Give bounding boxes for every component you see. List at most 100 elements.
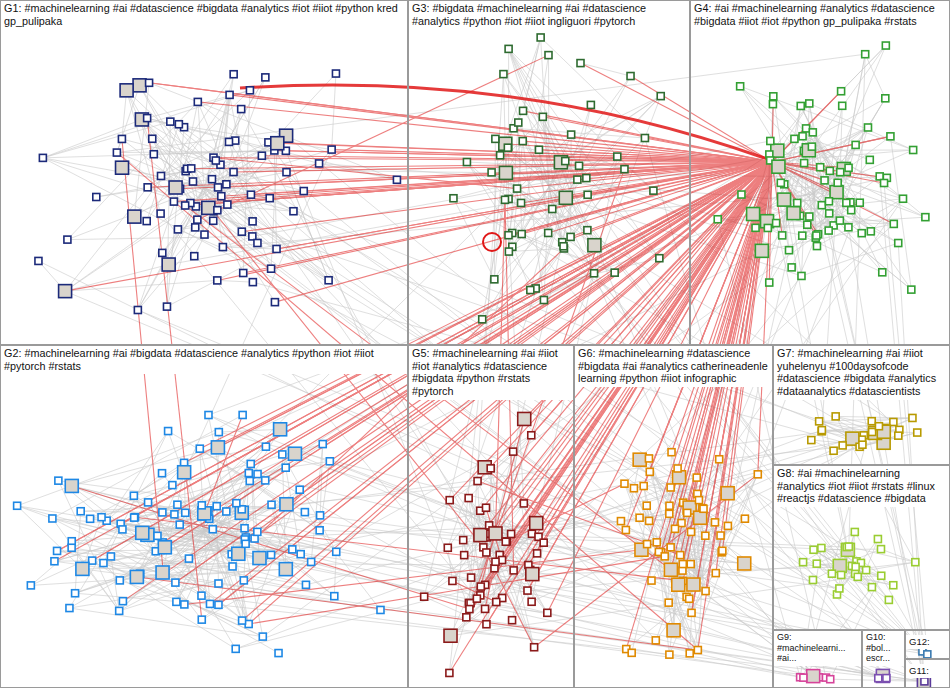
gray-edge bbox=[218, 447, 453, 581]
vertex bbox=[909, 414, 916, 421]
vertex bbox=[116, 577, 123, 584]
vertex-cluster bbox=[14, 411, 384, 656]
vertex bbox=[863, 567, 870, 574]
group-heading: G4: #ai #machinelearning #analytics #dat… bbox=[691, 1, 949, 29]
vertex bbox=[35, 257, 42, 264]
vertex bbox=[246, 87, 253, 94]
vertex bbox=[535, 146, 542, 153]
vertex bbox=[500, 71, 507, 78]
vertex bbox=[501, 196, 508, 203]
gray-edge bbox=[161, 214, 477, 599]
gray-edge bbox=[477, 541, 507, 598]
vertex bbox=[461, 552, 468, 559]
vertex bbox=[754, 471, 761, 478]
vertex bbox=[214, 207, 221, 214]
gray-edge bbox=[512, 591, 527, 621]
red-edge bbox=[218, 162, 772, 447]
vertex bbox=[54, 547, 61, 554]
vertex bbox=[249, 218, 256, 225]
vertex bbox=[684, 509, 691, 516]
vertex bbox=[772, 160, 785, 173]
vertex bbox=[149, 135, 156, 142]
group-heading: G12: bbox=[906, 635, 933, 649]
group-box: G7: #machinelearning #ai #iiot yuhelenyu… bbox=[773, 345, 950, 465]
vertex bbox=[524, 587, 531, 594]
vertex bbox=[27, 582, 34, 589]
vertex bbox=[852, 563, 859, 570]
red-edge bbox=[644, 162, 772, 486]
gray-edge bbox=[138, 136, 286, 310]
vertex bbox=[711, 519, 718, 526]
vertex bbox=[93, 193, 100, 200]
vertex bbox=[159, 249, 166, 256]
gray-edge bbox=[640, 518, 722, 553]
vertex bbox=[206, 600, 213, 607]
gray-edge bbox=[111, 556, 279, 653]
gray-edge bbox=[767, 169, 844, 221]
vertex bbox=[714, 216, 721, 223]
vertex bbox=[136, 526, 149, 539]
vertex bbox=[505, 232, 512, 239]
vertex bbox=[55, 477, 62, 484]
gray-edge bbox=[249, 473, 544, 543]
vertex-cluster bbox=[797, 670, 834, 683]
vertex bbox=[797, 102, 804, 109]
red-edge bbox=[242, 162, 772, 232]
vertex bbox=[881, 179, 888, 186]
vertex bbox=[848, 207, 855, 214]
vertex bbox=[614, 153, 621, 160]
group-heading: G8: #ai #machinelearning #analytics #iot… bbox=[774, 466, 949, 507]
vertex bbox=[450, 195, 457, 202]
gray-edge bbox=[223, 247, 277, 249]
gray-edge bbox=[229, 142, 253, 221]
vertex bbox=[852, 141, 859, 148]
vertex bbox=[818, 544, 825, 551]
vertex bbox=[279, 451, 286, 458]
vertex bbox=[813, 243, 820, 250]
gray-edge bbox=[665, 526, 728, 556]
vertex bbox=[839, 442, 846, 449]
vertex bbox=[859, 441, 866, 448]
gray-edge bbox=[549, 187, 594, 245]
red-edge bbox=[523, 111, 772, 162]
vertex-cluster bbox=[450, 34, 664, 323]
red-edge bbox=[185, 206, 671, 570]
vertex bbox=[628, 649, 635, 656]
gray-edge bbox=[776, 169, 844, 223]
vertex bbox=[643, 502, 650, 509]
vertex bbox=[528, 432, 535, 439]
red-edge bbox=[718, 162, 772, 219]
vertex bbox=[253, 552, 266, 565]
vertex bbox=[271, 299, 278, 306]
vertex bbox=[520, 107, 527, 114]
vertex bbox=[830, 447, 837, 454]
vertex bbox=[879, 269, 886, 276]
gray-edge bbox=[163, 518, 700, 543]
vertex bbox=[131, 514, 138, 521]
gray-edge bbox=[509, 248, 564, 251]
vertex bbox=[487, 465, 494, 472]
vertex bbox=[68, 544, 75, 551]
vertex bbox=[489, 527, 502, 540]
vertex bbox=[914, 429, 921, 436]
vertex bbox=[240, 577, 247, 584]
vertex bbox=[444, 629, 457, 642]
vertex bbox=[534, 550, 541, 557]
gray-edge bbox=[217, 77, 265, 210]
vertex bbox=[483, 621, 490, 628]
red-edge bbox=[323, 162, 772, 444]
vertex bbox=[633, 453, 646, 466]
gray-edge bbox=[217, 280, 253, 282]
vertex bbox=[175, 121, 182, 128]
vertex bbox=[576, 162, 583, 169]
vertex bbox=[650, 187, 657, 194]
gray-edge bbox=[801, 103, 809, 276]
gray-edge bbox=[235, 109, 241, 141]
vertex bbox=[169, 181, 182, 194]
vertex bbox=[648, 577, 655, 584]
vertex bbox=[862, 51, 869, 58]
vertex bbox=[271, 137, 284, 150]
gray-edge bbox=[626, 488, 634, 530]
gray-edge bbox=[31, 468, 286, 586]
gray-edge bbox=[169, 187, 204, 264]
